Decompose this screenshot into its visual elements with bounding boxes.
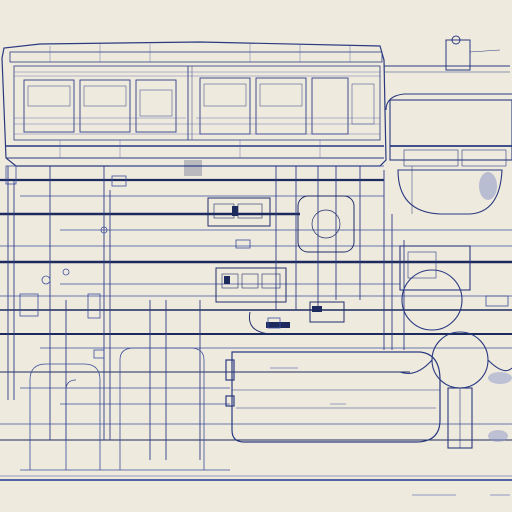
cab-detail-shading <box>479 172 497 200</box>
secondary-pipe-runs <box>0 165 512 425</box>
center-dark-details <box>184 160 322 328</box>
right-domes <box>399 245 512 449</box>
top-right-fitting <box>384 35 510 73</box>
main-pipe-runs <box>0 178 512 441</box>
upper-machine-housing <box>1 41 387 167</box>
dome-shading <box>488 372 512 442</box>
upper-housing-panels <box>23 66 375 140</box>
center-mechanism <box>207 195 355 335</box>
right-cab-assembly <box>385 93 512 215</box>
valve-fittings <box>5 165 509 359</box>
left-frame-loops <box>20 347 230 471</box>
upper-housing-hatching <box>14 44 380 158</box>
lower-tank <box>225 351 441 443</box>
title-block-scribbles <box>270 367 510 496</box>
vertical-risers <box>7 166 405 460</box>
sheet-border <box>0 475 512 481</box>
